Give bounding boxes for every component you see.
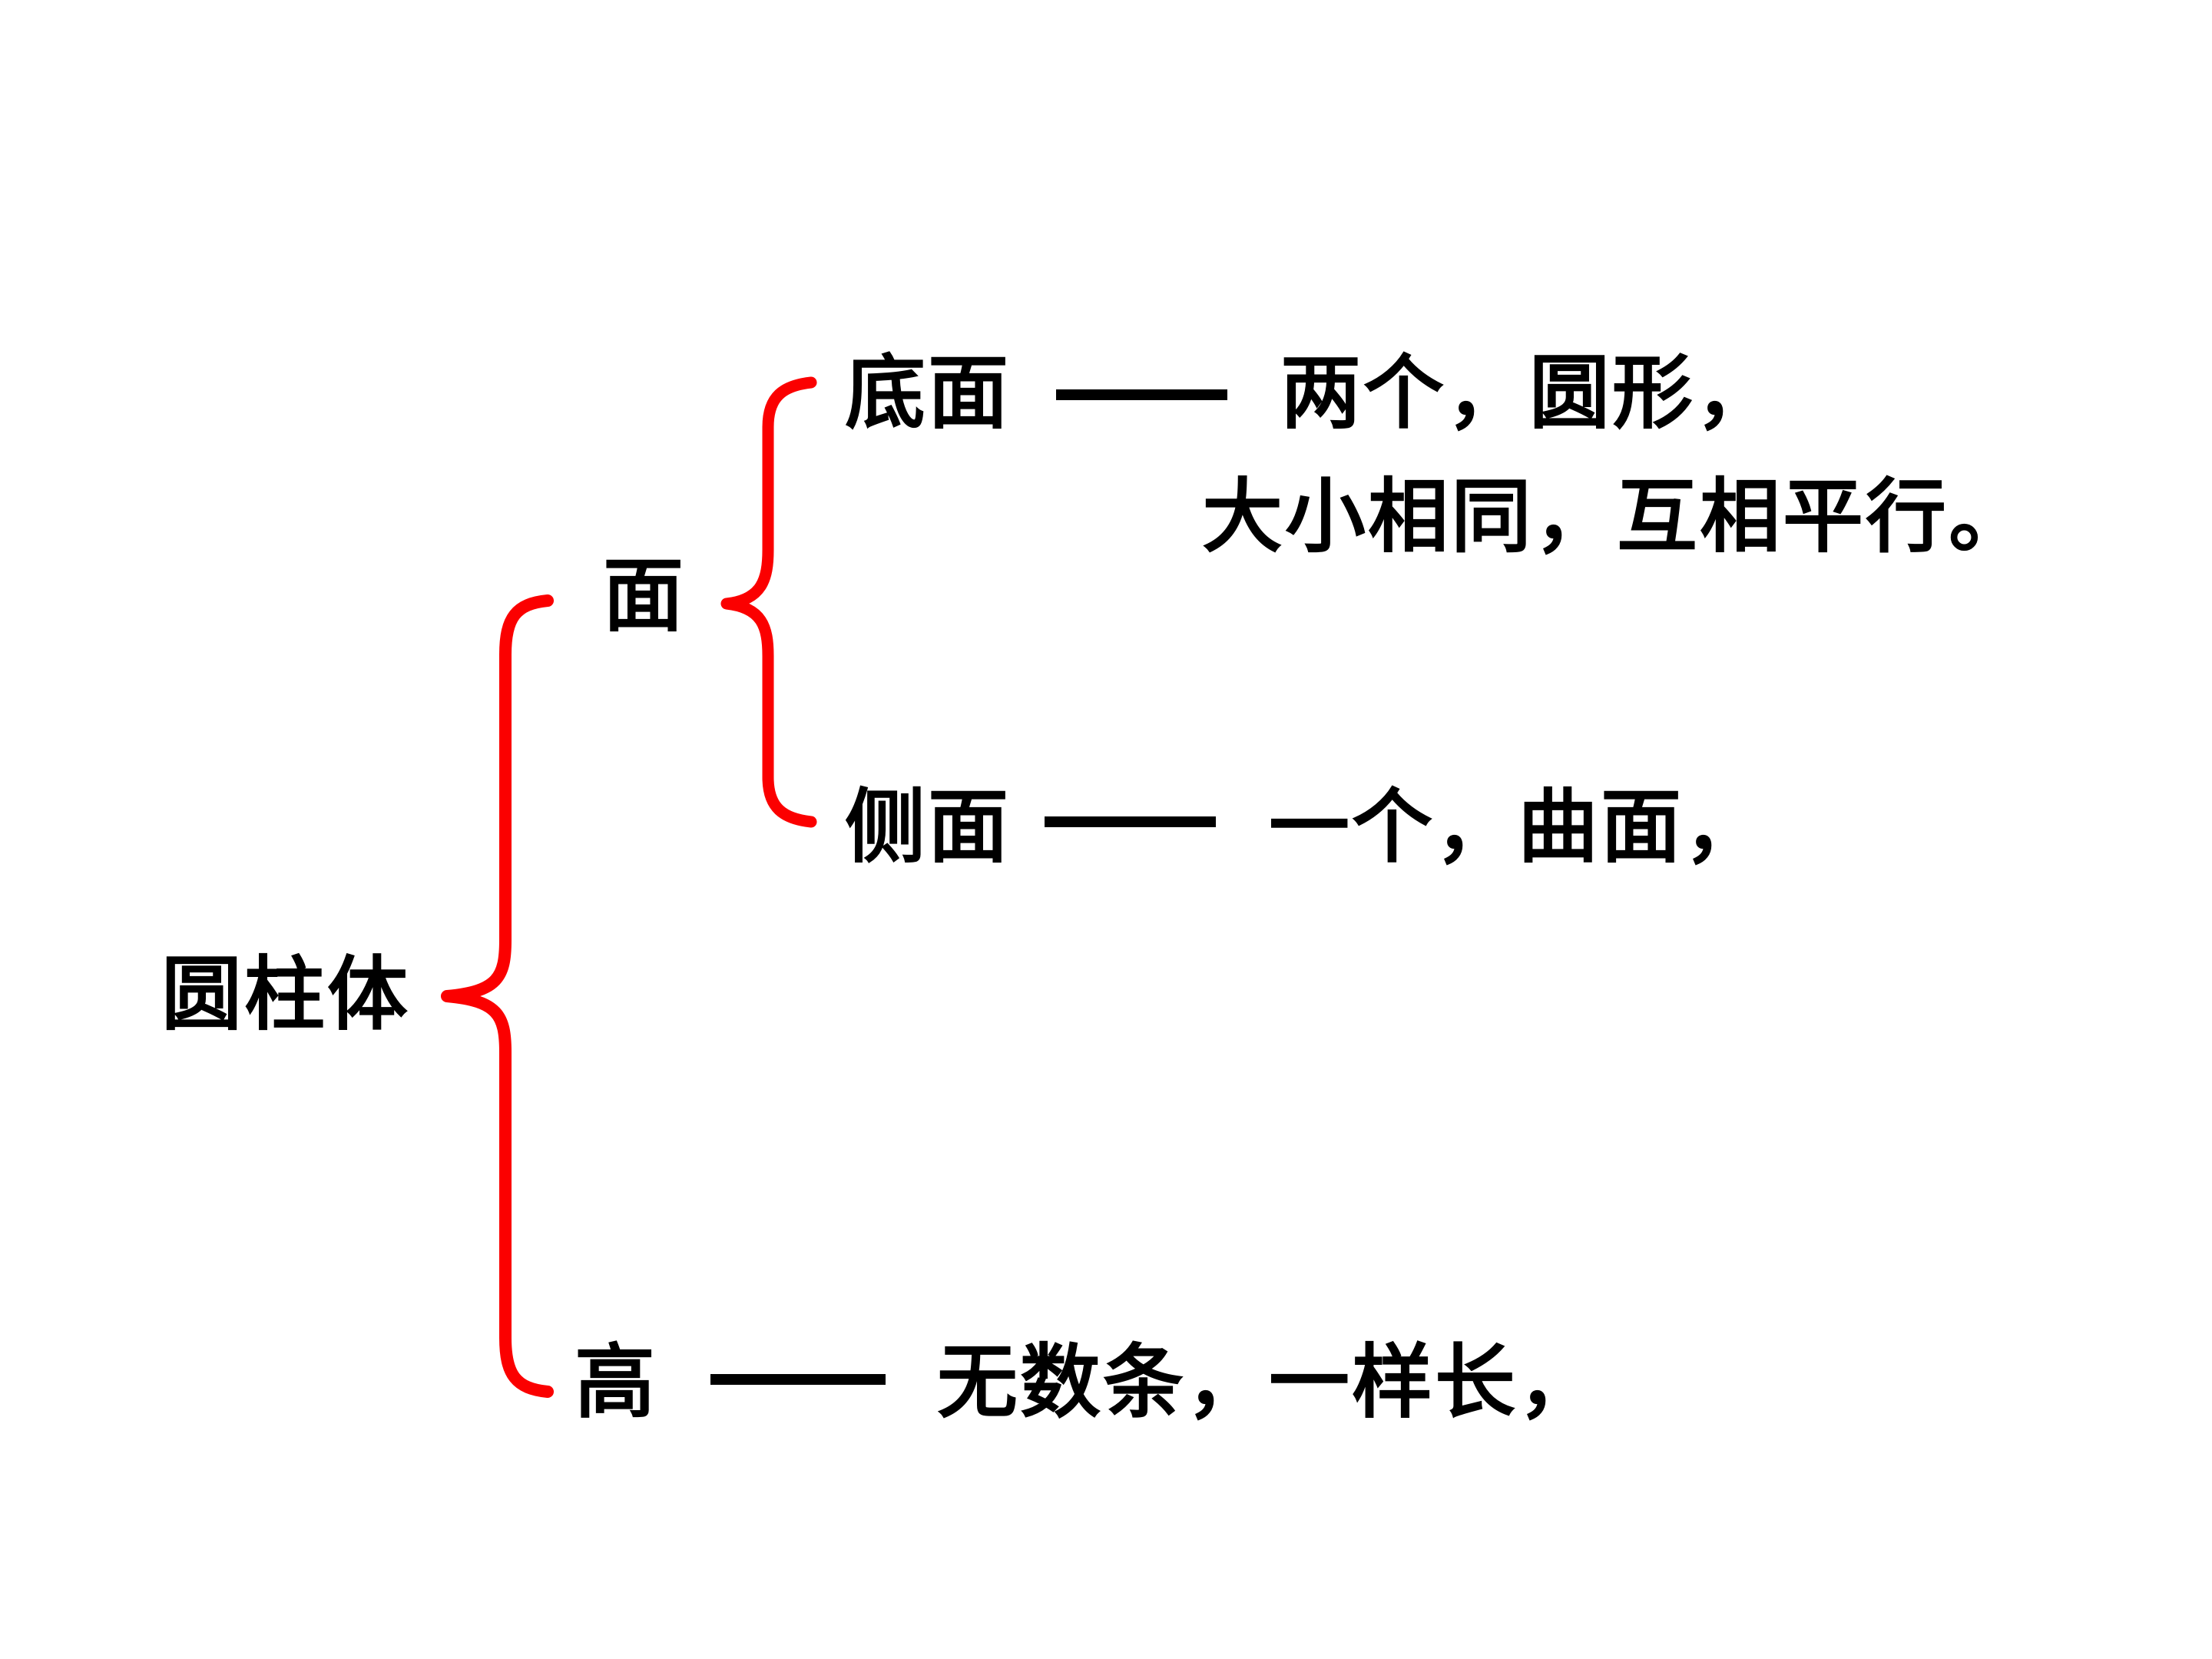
height-desc: 无数条，一样长， [937,1338,1601,1428]
bottom-face-connector-dash [1056,389,1227,400]
bottom-face-label: 底面 [845,349,1012,439]
height-connector-dash [710,1374,886,1385]
bottom-face-desc-line1: 两个，圆形， [1280,349,1779,439]
side-face-label: 侧面 [845,783,1012,873]
side-face-desc: 一个，曲面， [1269,783,1767,873]
root-brace [441,594,554,1398]
faces-label: 面 [603,551,687,641]
height-label: 高 [575,1338,658,1428]
side-face-connector-dash [1045,816,1216,827]
faces-brace [720,376,817,828]
bottom-face-desc-line2: 大小相同，互相平行。 [1202,472,2032,562]
root-label: 圆柱体 [161,950,411,1040]
